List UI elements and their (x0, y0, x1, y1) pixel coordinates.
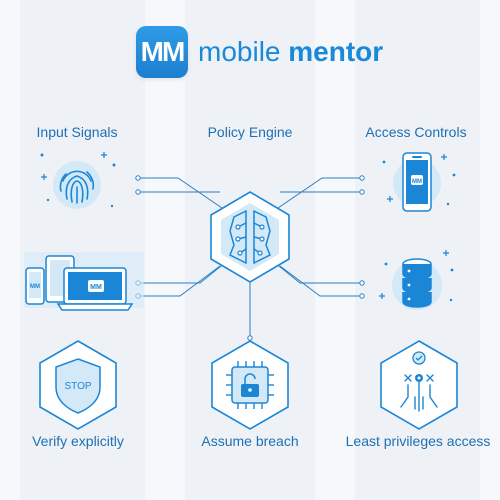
phone-icon: MM (393, 152, 441, 212)
principle-least-privileges: Least privileges access (345, 433, 491, 449)
svg-text:MM: MM (30, 284, 40, 290)
logo-word-mobile: mobile (198, 36, 281, 67)
phone-badge-text: MM (412, 179, 422, 185)
breach-chip-icon (211, 340, 289, 430)
logo-wordmark: mobile mentor (198, 36, 383, 68)
fingerprint-sparkles (40, 152, 116, 208)
principle-assume-breach: Assume breach (201, 433, 299, 449)
brand-logo: MM mobile mentor (136, 26, 383, 78)
policy-engine-icon (210, 191, 290, 283)
device-badge-text: MM (90, 284, 102, 291)
database-sparkles (379, 250, 454, 302)
principle-verify-explicitly: Verify explicitly (32, 433, 124, 449)
phone-sparkles (382, 154, 456, 206)
fingerprint-icon (53, 161, 101, 209)
stop-shield-icon: STOP (39, 340, 117, 430)
column-title-input-signals: Input Signals (36, 124, 118, 140)
column-title-policy-engine: Policy Engine (207, 124, 293, 140)
logo-word-mentor: mentor (288, 36, 384, 67)
stop-text: STOP (64, 381, 91, 392)
database-icon (392, 258, 442, 310)
devices-icon: MM MM (24, 252, 144, 311)
logo-badge: MM (136, 26, 188, 78)
least-privileges-icon (380, 340, 458, 430)
column-title-access-controls: Access Controls (365, 124, 467, 140)
